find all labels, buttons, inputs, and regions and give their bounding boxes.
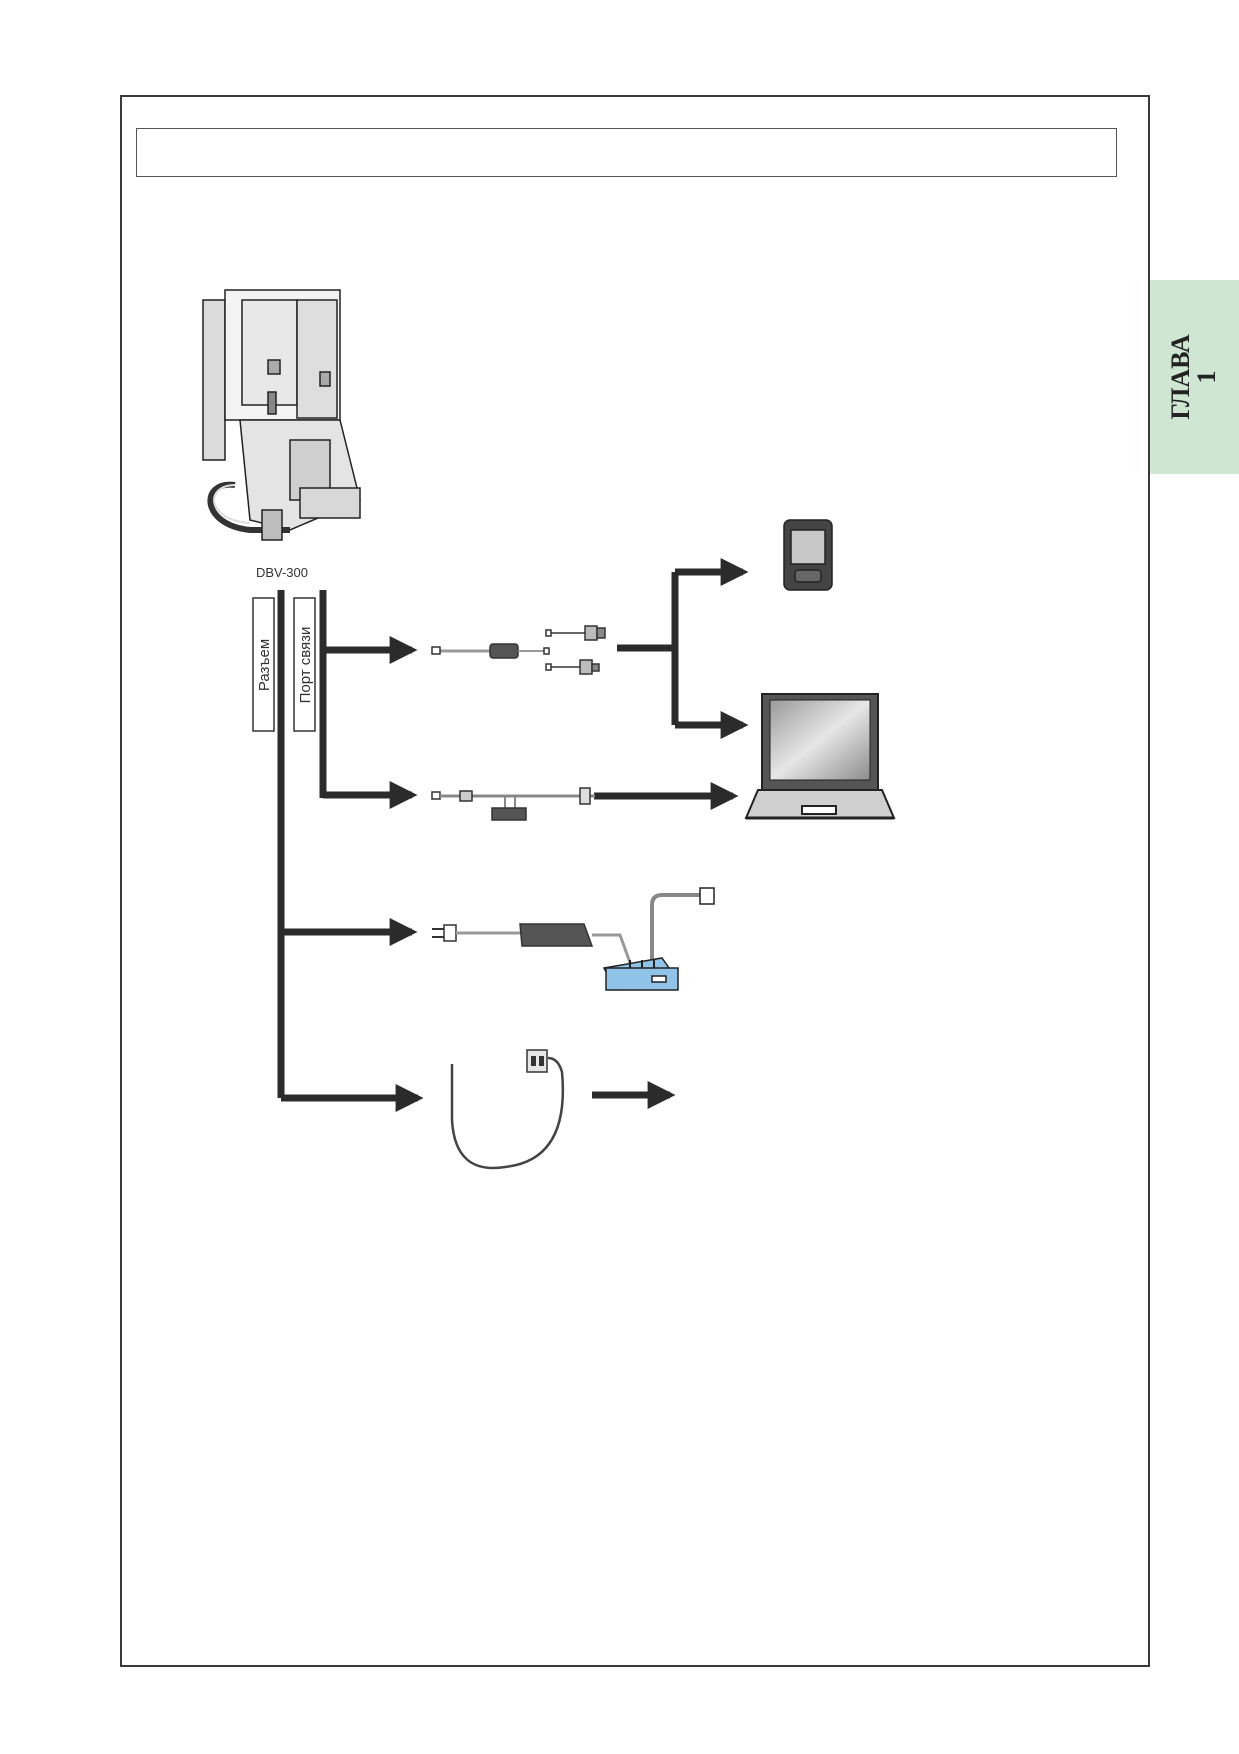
- bill-validator-icon: [202, 289, 361, 541]
- laptop-icon: [744, 693, 896, 820]
- page-frame: [120, 95, 1150, 1667]
- branch-arrows: [281, 636, 739, 1112]
- connector-label-box: [252, 597, 275, 732]
- cable-icon: [450, 1049, 565, 1170]
- comm-port-label: Порт связи: [297, 627, 314, 704]
- fork-lines: [617, 572, 679, 725]
- cable-icon: [431, 787, 595, 821]
- pda-icon: [783, 519, 833, 591]
- router-icon: [602, 887, 715, 991]
- chapter-tab: [1150, 280, 1239, 474]
- device-label: DBV-300: [256, 565, 308, 580]
- comm-port-label-box: [293, 597, 316, 732]
- power-adapter-icon: [432, 923, 634, 969]
- header-box: [136, 128, 1117, 177]
- bus-lines: [277, 590, 327, 1098]
- connector-label: Разъем: [256, 639, 273, 691]
- cable-icon: [431, 625, 606, 675]
